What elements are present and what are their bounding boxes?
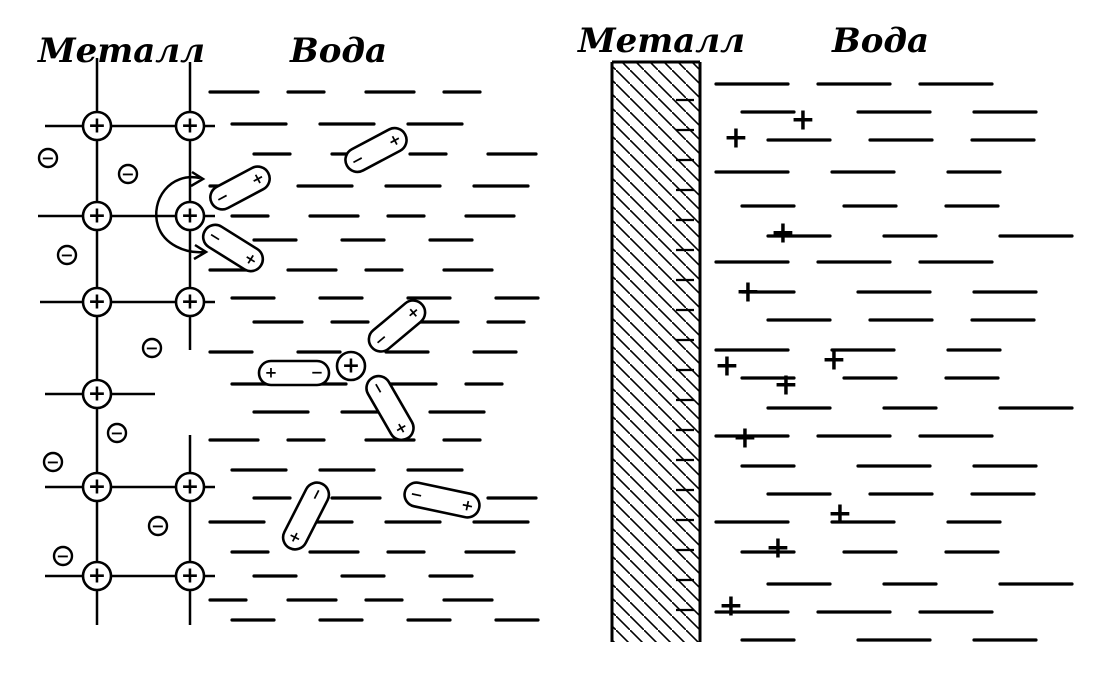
dipole-negative-end: − [409,484,425,504]
cation-plus-sign: + [181,204,199,229]
cation-plus-sign: + [88,114,106,139]
metal-cation: + [81,471,113,503]
right-cation-plus: + [821,343,846,378]
cation-plus-sign: + [181,475,199,500]
cation-plus-sign: + [88,204,106,229]
left-metal-label: Металл [38,31,206,71]
right-cation-plus: + [790,103,815,138]
water-dipole: +− [209,165,271,211]
left-panel: +++++++++++ −−−−−−−− +−+−+−+−+−+−+−+− + [37,58,540,625]
water-dipole: +− [257,359,331,387]
metal-cation: + [174,286,206,318]
right-metal-block [612,62,700,642]
free-electron: − [37,147,59,169]
metal-cation: + [174,560,206,592]
free-electron: − [52,545,74,567]
metal-surface-negative-charges [676,98,694,612]
cation-plus-sign: + [181,564,199,589]
water-dipole: +− [367,299,427,353]
water-dipole: +− [365,374,415,442]
right-cation-plus: + [765,531,790,566]
right-metal-outline [610,60,702,642]
transition-arrow [155,170,209,261]
left-metal-cations: + + + + + + + + + + + [81,110,206,592]
dipole-negative-end: − [311,364,324,382]
right-water-dashes [714,82,1074,642]
cation-plus-sign: + [181,114,199,139]
free-electron: − [147,515,169,537]
cation-plus-sign: + [88,382,106,407]
left-water-label: Вода [290,31,388,71]
dipole-positive-end: + [265,364,278,382]
left-metal-lattice [38,58,215,625]
cation-plus-sign: + [88,475,106,500]
right-water-label: Вода [832,21,930,61]
free-electron: − [106,422,128,444]
metal-cation: + [81,286,113,318]
metal-cation: + [81,110,113,142]
right-cation-plus: + [718,589,743,624]
hydrated-cation: + [335,350,367,382]
right-cation-plus: + [735,275,760,310]
left-free-electrons: − − − − − − − − [37,147,169,567]
water-dipole: +− [403,481,481,519]
cation-plus-sign: + [181,290,199,315]
electron-minus-sign: − [121,165,134,184]
hydrated-cation-plus-sign: + [342,354,360,379]
right-panel: + + + + + + + + + + + [610,60,1074,642]
cation-plus-sign: + [88,564,106,589]
right-cation-plus: + [827,497,852,532]
metal-cation: + [81,200,113,232]
right-cation-plus: + [770,216,795,251]
right-cation-plus: + [732,421,757,456]
metal-cation: + [174,200,206,232]
right-hydrated-cations: + + + + + + + + + + + [714,103,852,624]
electron-minus-sign: − [46,453,59,472]
electron-minus-sign: − [151,517,164,536]
left-water-dipoles: +−+−+−+−+−+−+−+− [201,126,481,551]
electron-minus-sign: − [60,246,73,265]
right-metal-label: Металл [578,21,746,61]
right-cation-plus: + [723,121,748,156]
electron-minus-sign: − [41,149,54,168]
cation-plus-sign: + [88,290,106,315]
electron-minus-sign: − [145,339,158,358]
right-cation-plus: + [773,368,798,403]
water-dipole: +− [281,481,331,551]
free-electron: − [141,337,163,359]
free-electron: − [56,244,78,266]
water-dipole: +− [344,126,408,174]
free-electron: − [117,163,139,185]
metal-cation: + [81,560,113,592]
electron-minus-sign: − [56,547,69,566]
water-dipole: +− [201,223,265,273]
right-cation-plus: + [714,349,739,384]
dipole-positive-end: + [459,495,475,515]
metal-cation: + [81,378,113,410]
hydrated-cation-ring [335,350,367,382]
electron-minus-sign: − [110,424,123,443]
metal-cation: + [174,110,206,142]
free-electron: − [42,451,64,473]
metal-cation: + [174,471,206,503]
